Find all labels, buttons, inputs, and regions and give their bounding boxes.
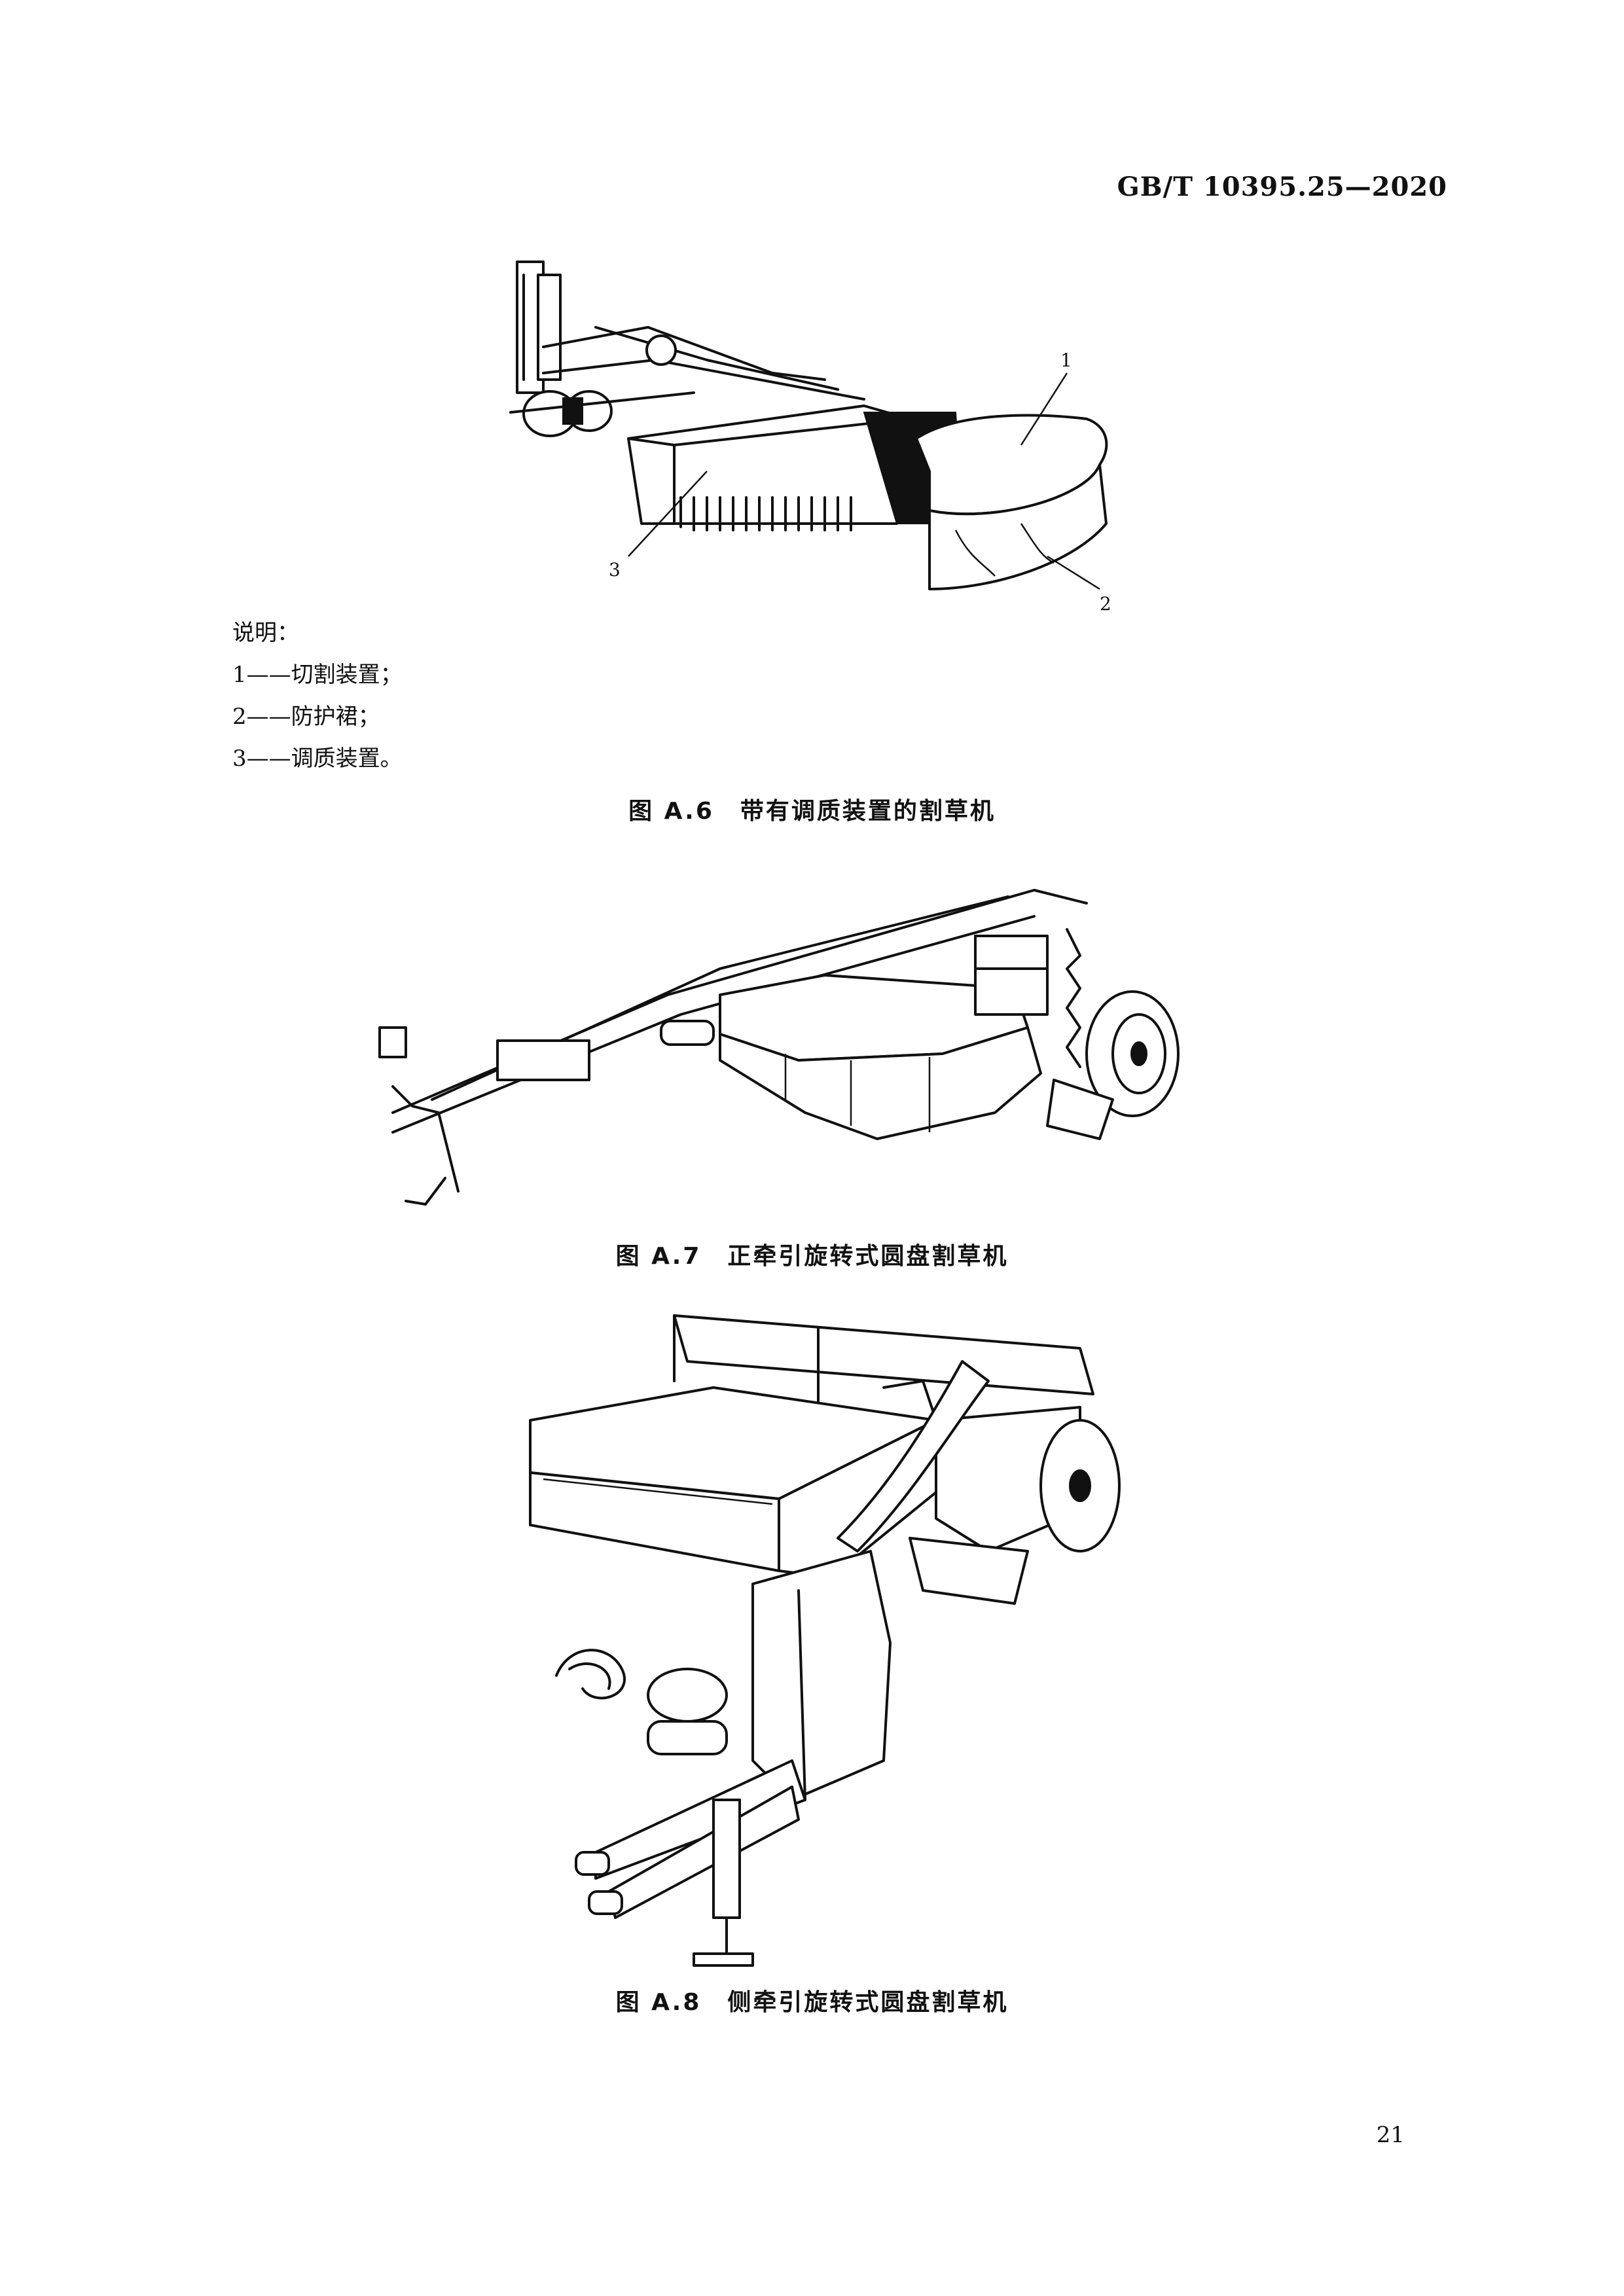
legend-title: 说明： <box>232 620 299 646</box>
caption-text: 正牵引旋转式圆盘割草机 <box>727 1243 1009 1270</box>
callout-1: 1 <box>1060 350 1072 371</box>
page-number: 21 <box>1376 2122 1405 2148</box>
trailed-disc-mower-drawing <box>378 889 1180 1206</box>
callout-2: 2 <box>1100 593 1111 615</box>
figure-a6-legend: 说明： 1——切割装置； 2——防护裙； 3——调质装置。 <box>232 612 403 780</box>
legend-item: 1——切割装置； <box>232 662 403 688</box>
legend-item: 3——调质装置。 <box>232 745 403 772</box>
figure-a8-illustration <box>517 1302 1132 1970</box>
mower-conditioner-drawing: 1 2 3 <box>509 260 1111 615</box>
caption-text: 带有调质装置的割草机 <box>740 798 996 825</box>
figure-a6-illustration: 1 2 3 <box>497 249 1146 615</box>
figure-a6-caption: 图 A.6 带有调质装置的割草机 <box>0 792 1624 826</box>
caption-number: 图 A.6 <box>628 798 714 825</box>
standard-code: GB/T 10395.25—2020 <box>1117 171 1447 202</box>
caption-number: 图 A.7 <box>615 1243 702 1270</box>
figure-a8-caption: 图 A.8 侧牵引旋转式圆盘割草机 <box>0 1983 1624 2017</box>
caption-text: 侧牵引旋转式圆盘割草机 <box>727 1989 1009 2016</box>
legend-item: 2——防护裙； <box>232 704 380 730</box>
callout-3: 3 <box>609 559 621 581</box>
side-trailed-disc-mower-drawing <box>529 1314 1121 1967</box>
figure-a7-caption: 图 A.7 正牵引旋转式圆盘割草机 <box>0 1237 1624 1271</box>
figure-a7-illustration <box>353 864 1270 1217</box>
caption-number: 图 A.8 <box>615 1989 702 2016</box>
